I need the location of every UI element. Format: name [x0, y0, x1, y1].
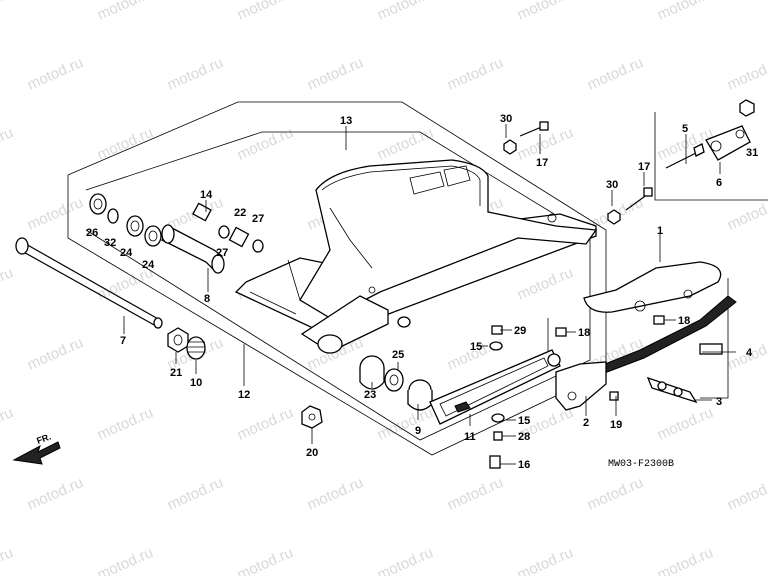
callout-11: 11 [464, 431, 476, 443]
watermark-text: motod.ru [0, 544, 16, 576]
callout-16: 16 [518, 459, 530, 471]
watermark-text: motod.ru [95, 0, 156, 24]
callout-15a: 15 [470, 341, 482, 353]
watermark-text: motod.ru [725, 474, 768, 514]
watermark-text: motod.ru [515, 544, 576, 576]
watermark-text: motod.ru [655, 404, 716, 444]
watermark-text: motod.ru [95, 404, 156, 444]
watermark-text: motod.ru [25, 334, 86, 374]
callout-18a: 18 [578, 327, 590, 339]
watermark-text: motod.ru [585, 474, 646, 514]
center-bushings [359, 355, 433, 411]
callout-1: 1 [657, 225, 663, 237]
callout-14: 14 [200, 189, 213, 201]
watermark-text: motod.ru [655, 544, 716, 576]
callout-10: 10 [190, 377, 202, 389]
watermark-text: motod.ru [95, 544, 156, 576]
callout-24b: 24 [142, 259, 155, 271]
callout-25: 25 [392, 349, 404, 361]
callout-17a: 17 [536, 157, 548, 169]
drive-chain [547, 295, 737, 375]
callout-17b: 17 [638, 161, 650, 173]
callout-13: 13 [340, 115, 352, 127]
watermark-text: motod.ru [585, 54, 646, 94]
callout-18b: 18 [678, 315, 690, 327]
callout-26: 26 [86, 227, 98, 239]
watermark-text: motod.ru [445, 334, 506, 374]
watermark-text: motod.ru [375, 544, 436, 576]
watermark-text: motod.ru [25, 474, 86, 514]
watermark-text: motod.ru [0, 404, 16, 444]
pivot-bolt [15, 237, 163, 329]
watermark-text: motod.ru [235, 124, 296, 164]
callout-30a: 30 [500, 113, 512, 125]
master-link [646, 376, 698, 404]
watermark-text: motod.ru [445, 54, 506, 94]
diagram-code: MW03-F2300B [608, 459, 674, 470]
callout-12: 12 [238, 389, 250, 401]
watermark-text: motod.ru [655, 0, 716, 24]
watermark-text: motod.ru [515, 0, 576, 24]
callout-5: 5 [682, 123, 688, 135]
watermark-text: motod.ru [0, 124, 16, 164]
callout-27a: 27 [216, 247, 228, 259]
callout-32: 32 [104, 237, 116, 249]
watermark-text: motod.ru [25, 54, 86, 94]
small-fasteners [301, 315, 665, 469]
watermark-text: motod.ru [235, 0, 296, 24]
callout-7: 7 [120, 335, 126, 347]
callout-31: 31 [746, 147, 758, 159]
watermark-text: motod.ru [515, 264, 576, 304]
front-marker-label: FR. [35, 432, 52, 446]
callout-9: 9 [415, 425, 421, 437]
guide-plate [555, 361, 607, 411]
callout-22: 22 [234, 207, 246, 219]
chain-clip [699, 343, 723, 355]
watermark-text: motod.ru [305, 474, 366, 514]
chain-adjuster [665, 99, 755, 169]
chain-guard [583, 261, 722, 313]
callout-20: 20 [306, 447, 318, 459]
watermark-text: motod.ru [235, 544, 296, 576]
callout-6: 6 [716, 177, 722, 189]
bearing-group-left [89, 193, 264, 274]
callout-29: 29 [514, 325, 526, 337]
watermark-text: motod.ru [0, 264, 16, 304]
adjuster-nuts [167, 327, 206, 360]
callout-24a: 24 [120, 247, 133, 259]
chain-slider [429, 349, 561, 425]
callout-21: 21 [170, 367, 182, 379]
callout-8: 8 [204, 293, 210, 305]
callout-27b: 27 [252, 213, 264, 225]
callout-3: 3 [716, 396, 722, 408]
front-arrow-icon [12, 441, 61, 465]
watermark-text: motod.ru [375, 124, 436, 164]
callout-15b: 15 [518, 415, 530, 427]
callout-19: 19 [610, 419, 622, 431]
watermark-text: motod.ru [165, 474, 226, 514]
watermark-text: motod.ru [95, 124, 156, 164]
watermark-text: motod.ru [375, 0, 436, 24]
callout-2: 2 [583, 417, 589, 429]
callout-30b: 30 [606, 179, 618, 191]
leader-lines [123, 124, 736, 465]
watermark-text: motod.ru [165, 54, 226, 94]
callout-4: 4 [746, 347, 753, 359]
watermark-text: motod.ru [235, 404, 296, 444]
watermark-text: motod.ru [25, 194, 86, 234]
swingarm-body [234, 159, 598, 354]
callout-28: 28 [518, 431, 530, 443]
callout-23: 23 [364, 389, 376, 401]
bolts-and-caps [503, 121, 653, 225]
watermark-text: motod.ru [445, 474, 506, 514]
watermark-text: motod.ru [305, 54, 366, 94]
watermark-text: motod.ru [0, 0, 16, 24]
watermark-text: motod.ru [725, 54, 768, 94]
callout-labels: 1 2 3 4 5 6 7 8 9 10 11 12 13 14 15 15 1… [86, 113, 758, 471]
watermark-text: motod.ru [375, 404, 436, 444]
